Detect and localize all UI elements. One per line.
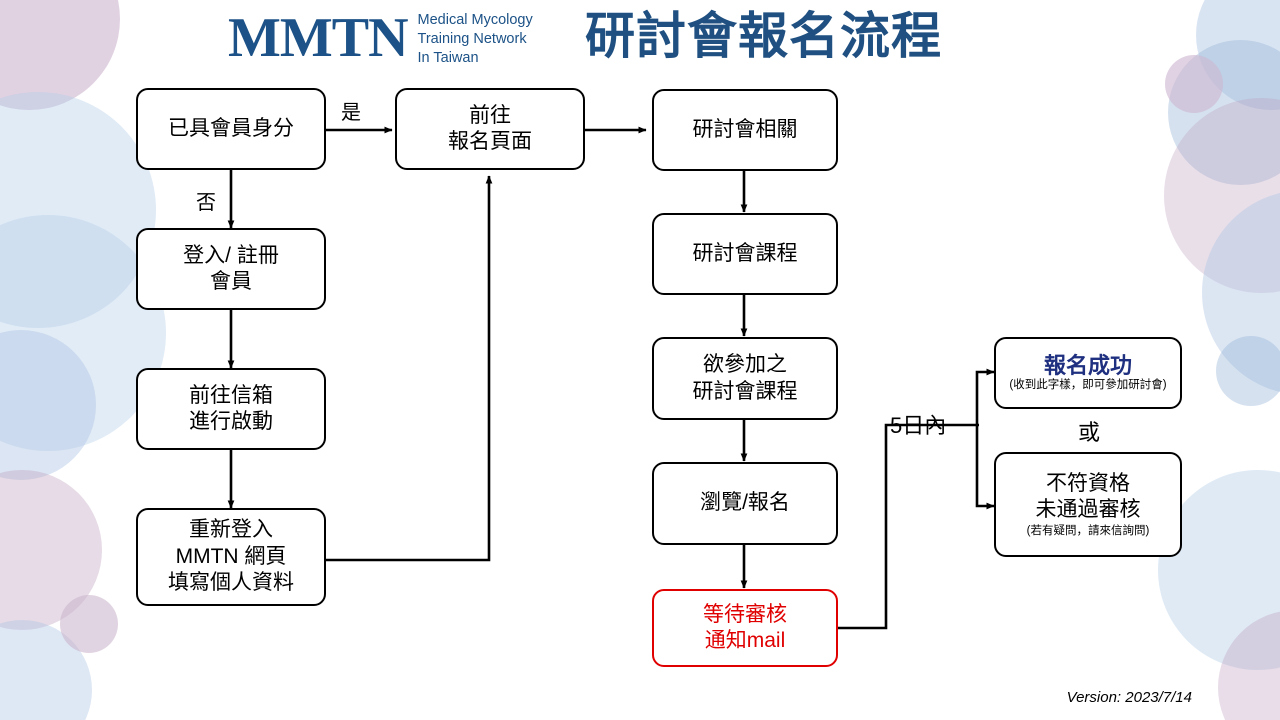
node-line: 研討會相關 [692, 117, 798, 141]
node-line: 報名頁面 [448, 130, 532, 153]
deco-circle [0, 330, 96, 480]
mmtn-tagline: Medical Mycology Training Network In Tai… [418, 11, 533, 68]
node-line: 登入/ 註冊 [183, 243, 279, 267]
deco-circle [1202, 190, 1280, 395]
deco-circle [60, 595, 118, 653]
mmtn-tagline-line-2: Training Network [417, 31, 527, 48]
node-line: 未通過審核 [1035, 498, 1141, 522]
node-line: 通知mail [704, 629, 786, 652]
deco-circle [1218, 610, 1280, 720]
edge-branch-to-success [975, 368, 995, 425]
node-signup-success[interactable]: 報名成功 (收到此字樣，即可參加研討會) [994, 337, 1182, 409]
node-line: 前往 [469, 103, 511, 127]
node-line: 進行啟動 [189, 410, 273, 433]
node-note: (若有疑問，請來信詢問) [1026, 524, 1150, 537]
edge-relogin-to-signup [326, 175, 493, 562]
node-line: 研討會課程 [692, 379, 798, 403]
node-line: 研討會課程 [692, 241, 798, 265]
node-seminar-courses[interactable]: 研討會課程 [652, 213, 838, 295]
node-line: 會員 [210, 270, 252, 293]
node-login-register[interactable]: 登入/ 註冊 會員 [136, 228, 326, 310]
deco-circle [0, 620, 92, 720]
mmtn-logo: MMTN Medical Mycology Training Network I… [228, 8, 533, 68]
node-line: 等待審核 [703, 602, 787, 626]
deco-circle [0, 470, 102, 630]
node-line: 填寫個人資料 [168, 571, 294, 595]
node-relogin-profile[interactable]: 重新登入 MMTN 網頁 填寫個人資料 [136, 508, 326, 606]
mmtn-tagline-line-1: Medical Mycology [417, 12, 533, 28]
node-line: 前往信箱 [189, 383, 273, 407]
node-line: 欲參加之 [703, 353, 787, 377]
mmtn-wordmark: MMTN [228, 7, 409, 70]
node-line: 不符資格 [1046, 471, 1130, 495]
edge-label-no: 否 [196, 192, 216, 214]
node-browse-signup[interactable]: 瀏覽/報名 [652, 462, 838, 545]
edge-label-yes: 是 [341, 102, 361, 124]
slide-header: MMTN Medical Mycology Training Network I… [0, 0, 1280, 80]
edge-label-within-5-days: 5日內 [890, 413, 947, 438]
node-mailbox-activate[interactable]: 前往信箱 進行啟動 [136, 368, 326, 450]
version-stamp: Version: 2023/7/14 [1066, 689, 1192, 706]
node-line: 重新登入 [189, 518, 273, 542]
edge-await-to-branch [838, 423, 979, 630]
node-await-review[interactable]: 等待審核 通知mail [652, 589, 838, 667]
node-not-qualified[interactable]: 不符資格 未通過審核 (若有疑問，請來信詢問) [994, 452, 1182, 557]
edge-label-or: 或 [1078, 420, 1101, 445]
node-goto-signup[interactable]: 前往 報名頁面 [395, 88, 585, 170]
node-note: (收到此字樣，即可參加研討會) [1009, 379, 1167, 392]
page-title: 研討會報名流程 [585, 8, 942, 64]
deco-circle [0, 92, 156, 328]
node-seminar-related[interactable]: 研討會相關 [652, 89, 838, 171]
node-line: 已具會員身分 [168, 116, 294, 140]
node-line: 瀏覽/報名 [700, 491, 790, 515]
node-desired-course[interactable]: 欲參加之 研討會課程 [652, 337, 838, 420]
edge-branch-to-rejected [975, 425, 995, 510]
deco-circle [1164, 98, 1280, 293]
mmtn-tagline-line-3: In Taiwan [417, 50, 479, 67]
node-member-check[interactable]: 已具會員身分 [136, 88, 326, 170]
node-line: MMTN 網頁 [175, 544, 287, 568]
node-line: 報名成功 [1043, 352, 1132, 378]
deco-circle [1216, 336, 1280, 406]
